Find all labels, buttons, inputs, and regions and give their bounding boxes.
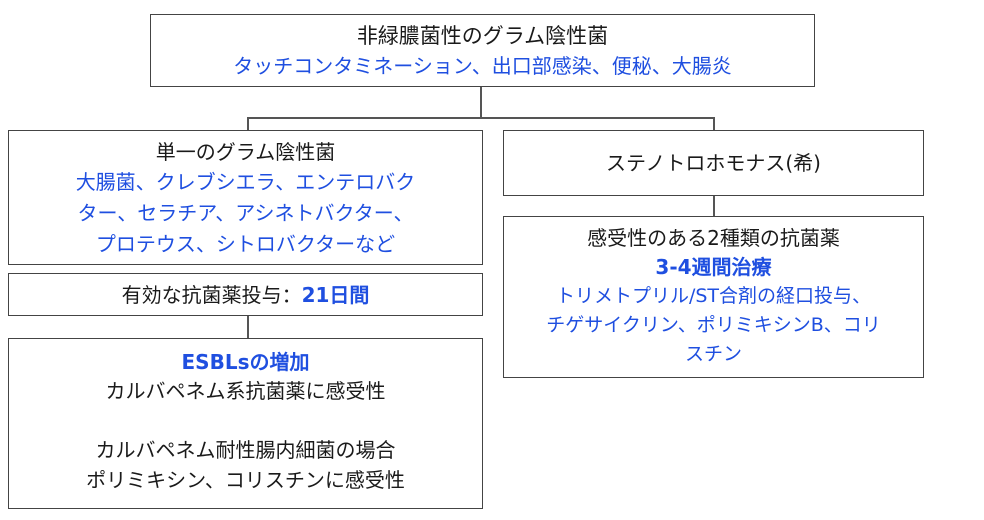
connector-right-down (713, 117, 715, 131)
connector-left-down (247, 117, 249, 131)
right-duration: 3-4週間治療 (655, 255, 772, 279)
right-drug-line: チゲサイクリン、ポリミキシンB、コリ (546, 314, 881, 336)
left-treatment-days: 21日間 (301, 283, 370, 307)
left-treatment-prefix: 有効な抗菌薬投与： (121, 283, 302, 307)
note-line: カルバペネム系抗菌薬に感受性 (105, 379, 386, 403)
right-treatment-title: 感受性のある2種類の抗菌薬 (587, 226, 840, 250)
right-drug-line: スチン (684, 343, 742, 365)
right-treatment-box: 感受性のある2種類の抗菌薬 3-4週間治療 トリメトプリル/ST合剤の経口投与、… (503, 216, 924, 378)
left-organism-box: 単一のグラム陰性菌 大腸菌、クレブシエラ、エンテロバク ター、セラチア、アシネト… (8, 130, 483, 265)
right-title: ステノトロホモナス(希) (605, 151, 821, 175)
connector-right-mid (713, 195, 715, 217)
left-treatment-box: 有効な抗菌薬投与：21日間 (8, 273, 483, 316)
root-title: 非緑膿菌性のグラム陰性菌 (356, 24, 609, 48)
connector-left-mid (247, 315, 249, 339)
connector-horizontal (248, 117, 714, 119)
root-subtitle: タッチコンタミネーション、出口部感染、便秘、大腸炎 (233, 54, 732, 78)
note-line: ポリミキシン、コリスチンに感受性 (86, 468, 405, 492)
esbl-highlight: ESBLsの増加 (181, 350, 310, 374)
note-line: カルバペネム耐性腸内細菌の場合 (95, 438, 396, 462)
left-title: 単一のグラム陰性菌 (155, 140, 336, 164)
right-drug-line: トリメトプリル/ST合剤の経口投与、 (555, 285, 872, 307)
left-example-line: ター、セラチア、アシネトバクター、 (77, 201, 414, 225)
root-box: 非緑膿菌性のグラム陰性菌 タッチコンタミネーション、出口部感染、便秘、大腸炎 (150, 14, 815, 87)
right-organism-box: ステノトロホモナス(希) (503, 130, 924, 196)
connector-root-down (480, 86, 482, 118)
left-example-line: 大腸菌、クレブシエラ、エンテロバク (75, 170, 416, 194)
left-treatment-line: 有効な抗菌薬投与：21日間 (9, 281, 482, 309)
left-example-line: プロテウス、シトロバクターなど (95, 232, 396, 256)
left-note-box: ESBLsの増加 カルバペネム系抗菌薬に感受性 カルバペネム耐性腸内細菌の場合 … (8, 338, 483, 509)
